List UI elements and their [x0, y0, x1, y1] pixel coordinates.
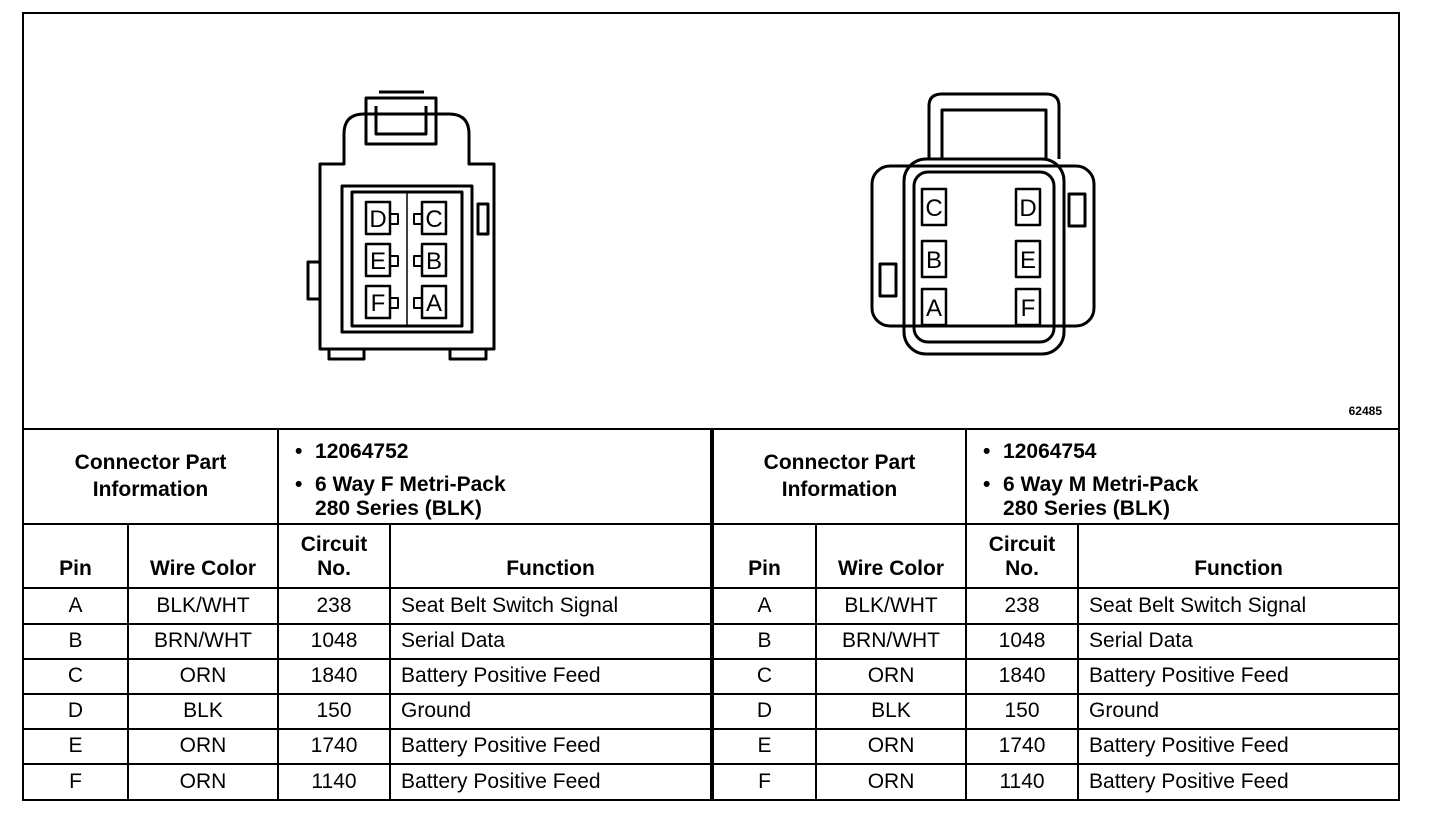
- diagram-frame: D C E B F A C D B E A F 62485 Connec: [22, 12, 1400, 801]
- pinout-table: Connector Part Information •12064752 •6 …: [24, 428, 1399, 799]
- wire-color-cell: BRN/WHT: [815, 622, 968, 660]
- pin-cell: C: [24, 657, 129, 695]
- circuit-cell: 1740: [277, 727, 392, 765]
- wire-color-cell: ORN: [815, 727, 968, 765]
- pin-cell: D: [710, 692, 818, 730]
- male-pin-label: D: [1019, 195, 1036, 222]
- female-pin-label: D: [369, 206, 386, 233]
- pin-cell: D: [24, 692, 129, 730]
- function-cell: Battery Positive Feed: [1077, 657, 1399, 695]
- connector-part-info-left: •12064752 •6 Way F Metri-Pack 280 Series…: [277, 430, 714, 526]
- pin-cell: F: [710, 762, 818, 799]
- wire-color-cell: BLK/WHT: [126, 588, 280, 625]
- male-pin-label: F: [1021, 295, 1036, 322]
- col-pin: Pin: [710, 523, 818, 590]
- female-pin-label: F: [371, 290, 386, 317]
- figure-id: 62485: [1348, 404, 1382, 418]
- col-function: Function: [389, 523, 714, 590]
- male-pin-label: A: [926, 295, 942, 322]
- wire-color-cell: BLK: [815, 692, 968, 730]
- function-cell: Ground: [1077, 692, 1399, 730]
- female-pin-label: C: [425, 206, 442, 233]
- connector-part-info-label-left: Connector Part Information: [24, 430, 280, 526]
- function-cell: Battery Positive Feed: [1077, 762, 1399, 799]
- function-cell: Serial Data: [1077, 622, 1399, 660]
- wire-color-cell: ORN: [126, 657, 280, 695]
- female-connector-face: [306, 90, 496, 361]
- wire-color-cell: ORN: [126, 727, 280, 765]
- wire-color-cell: BRN/WHT: [126, 622, 280, 660]
- function-cell: Battery Positive Feed: [1077, 727, 1399, 765]
- female-pin-label: B: [426, 248, 442, 275]
- circuit-cell: 1140: [965, 762, 1080, 799]
- circuit-cell: 238: [277, 588, 392, 625]
- circuit-cell: 150: [965, 692, 1080, 730]
- male-pin-label: B: [926, 247, 942, 274]
- connector-part-info-right: •12064754 •6 Way M Metri-Pack 280 Series…: [965, 430, 1399, 526]
- male-pin-label: C: [925, 195, 942, 222]
- wire-color-cell: BLK: [126, 692, 280, 730]
- col-pin: Pin: [24, 523, 129, 590]
- circuit-cell: 1840: [277, 657, 392, 695]
- col-function: Function: [1077, 523, 1399, 590]
- part-number-left: 12064752: [315, 439, 409, 463]
- connector-drawings: D C E B F A C D B E A F 62485: [24, 14, 1398, 428]
- connector-part-info-label-right: Connector Part Information: [710, 430, 968, 526]
- pin-cell: E: [710, 727, 818, 765]
- function-cell: Seat Belt Switch Signal: [389, 588, 714, 625]
- wire-color-cell: ORN: [815, 762, 968, 799]
- col-wire-color: Wire Color: [815, 523, 968, 590]
- pin-cell: E: [24, 727, 129, 765]
- wire-color-cell: ORN: [815, 657, 968, 695]
- circuit-cell: 1740: [965, 727, 1080, 765]
- function-cell: Battery Positive Feed: [389, 657, 714, 695]
- function-cell: Ground: [389, 692, 714, 730]
- pin-cell: B: [710, 622, 818, 660]
- circuit-cell: 1048: [277, 622, 392, 660]
- pin-cell: F: [24, 762, 129, 799]
- pin-cell: B: [24, 622, 129, 660]
- male-connector-face: [870, 92, 1096, 356]
- wire-color-cell: BLK/WHT: [815, 588, 968, 625]
- part-desc-right-1: 6 Way M Metri-Pack: [1003, 473, 1199, 497]
- part-desc-left-2: 280 Series (BLK): [315, 496, 482, 520]
- part-desc-left-1: 6 Way F Metri-Pack: [315, 473, 506, 497]
- circuit-cell: 238: [965, 588, 1080, 625]
- female-pin-label: E: [370, 248, 386, 275]
- function-cell: Battery Positive Feed: [389, 727, 714, 765]
- female-pin-label: A: [426, 290, 442, 317]
- circuit-cell: 1140: [277, 762, 392, 799]
- col-wire-color: Wire Color: [126, 523, 280, 590]
- wire-color-cell: ORN: [126, 762, 280, 799]
- circuit-cell: 150: [277, 692, 392, 730]
- circuit-cell: 1840: [965, 657, 1080, 695]
- function-cell: Serial Data: [389, 622, 714, 660]
- pin-cell: A: [24, 588, 129, 625]
- function-cell: Battery Positive Feed: [389, 762, 714, 799]
- male-pin-label: E: [1020, 247, 1036, 274]
- part-desc-right-2: 280 Series (BLK): [1003, 496, 1170, 520]
- pin-cell: A: [710, 588, 818, 625]
- pin-cell: C: [710, 657, 818, 695]
- part-number-right: 12064754: [1003, 439, 1097, 463]
- function-cell: Seat Belt Switch Signal: [1077, 588, 1399, 625]
- circuit-cell: 1048: [965, 622, 1080, 660]
